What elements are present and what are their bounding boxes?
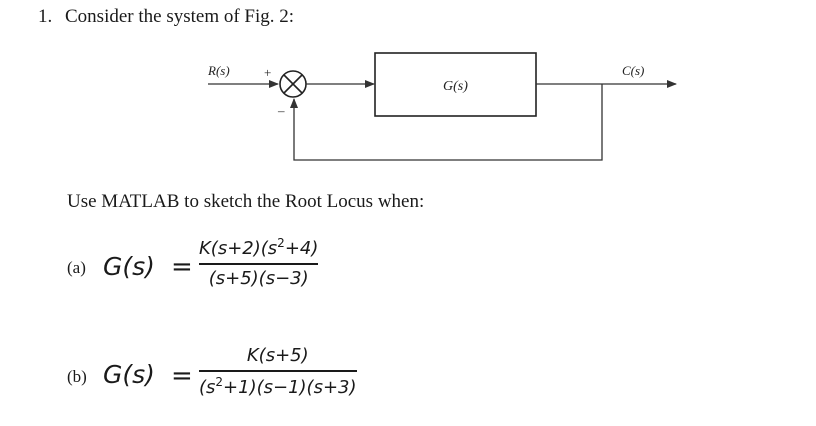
part-b-label: (b) — [67, 367, 87, 386]
part-b-numerator: K(s+5) — [246, 345, 309, 366]
part-a-equals: = — [171, 252, 193, 282]
input-label: R(s) — [207, 63, 230, 78]
block-label: G(s) — [443, 79, 468, 94]
block-diagram: R(s) + – G(s) C(s) — [207, 52, 677, 161]
part-b-denominator: (s2+1)(s−1)(s+3) — [199, 374, 357, 398]
question-text: Consider the system of Fig. 2: — [65, 6, 295, 27]
part-a-lhs: G(s) — [103, 252, 155, 281]
part-b-lhs: G(s) — [103, 360, 155, 389]
plus-sign: + — [264, 65, 271, 80]
part-a-label: (a) — [67, 258, 86, 277]
output-label: C(s) — [622, 63, 644, 78]
part-a-numerator: K(s+2)(s2+4) — [199, 236, 319, 259]
minus-sign: – — [277, 103, 285, 118]
summing-junction — [279, 70, 307, 98]
question-number: 1. — [38, 6, 53, 27]
feedback-path — [290, 84, 603, 161]
part-b-equals: = — [171, 361, 193, 391]
instruction-text: Use MATLAB to sketch the Root Locus when… — [67, 191, 425, 212]
part-b-fraction-bar — [199, 370, 357, 372]
part-b-fraction: K(s+5) (s2+1)(s−1)(s+3) — [199, 345, 357, 398]
question-heading: 1. Consider the system of Fig. 2: — [38, 6, 294, 28]
part-a-fraction-bar — [199, 263, 319, 265]
part-a-denominator: (s+5)(s−3) — [208, 267, 309, 289]
part-a-fraction: K(s+2)(s2+4) (s+5)(s−3) — [199, 236, 319, 289]
